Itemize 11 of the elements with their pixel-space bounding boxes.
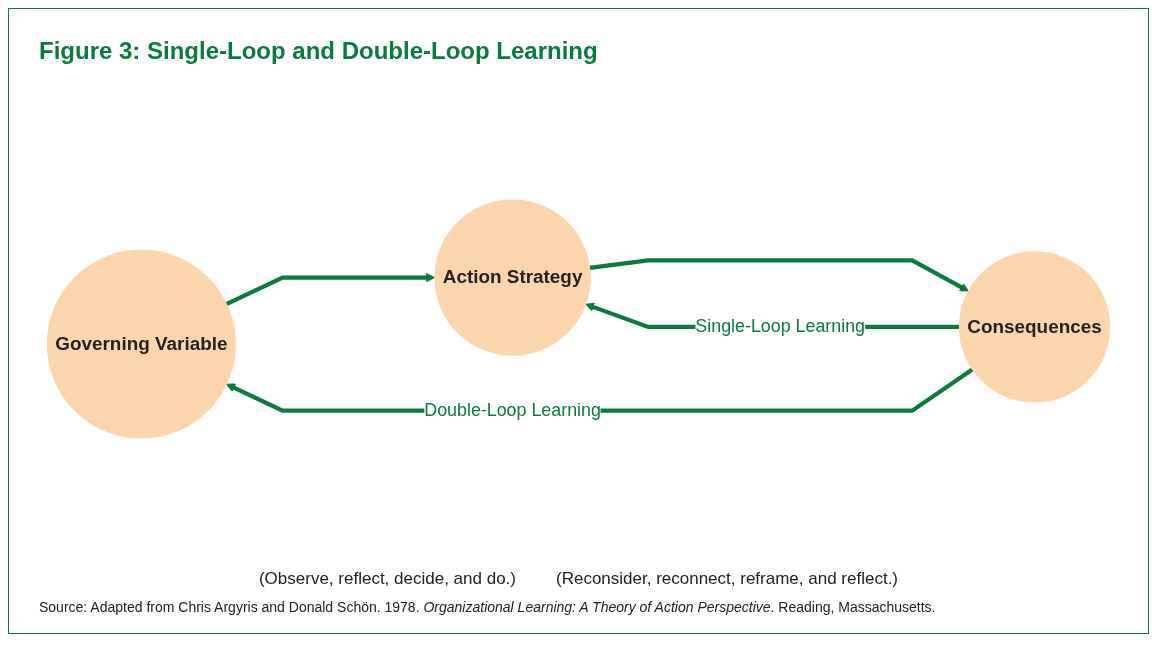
node-circle: Governing Variable	[46, 249, 236, 439]
arrow	[225, 273, 436, 306]
edge-label: Single-Loop Learning	[695, 316, 865, 337]
figure-title: Figure 3: Single-Loop and Double-Loop Learning	[39, 37, 599, 65]
node-circle: Consequences	[958, 251, 1111, 403]
source-note: Source: Adapted from Chris Argyris and Donald Schön. 1978. Organizational Learning: A Theory of Action Perspective. Reading, Massachusetts.	[39, 599, 937, 615]
note-text: (Observe, reflect, decide, and do.)	[258, 569, 516, 589]
arrow	[589, 258, 969, 292]
node-circle: Action Strategy	[434, 199, 591, 356]
note-text: (Reconsider, reconnect, reframe, and reflect.)	[556, 569, 899, 589]
edge-label: Double-Loop Learning	[424, 400, 601, 421]
